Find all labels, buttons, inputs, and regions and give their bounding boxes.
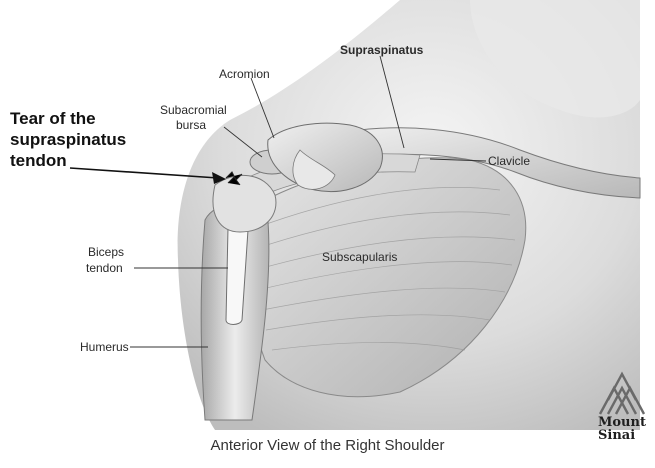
clavicle-label: Clavicle bbox=[488, 154, 530, 168]
supraspinatus-label: Supraspinatus bbox=[340, 43, 423, 57]
mount-sinai-logo-icon bbox=[598, 368, 650, 416]
subscapularis-label: Subscapularis bbox=[322, 250, 397, 264]
humeral-head bbox=[213, 175, 276, 232]
tear-callout-line1: Tear of the bbox=[10, 108, 126, 129]
tear-callout-line2: supraspinatus bbox=[10, 129, 126, 150]
tear-callout-line3: tendon bbox=[10, 150, 126, 171]
figure-caption: Anterior View of the Right Shoulder bbox=[0, 437, 655, 454]
subacromial-bursa-label-line2: bursa bbox=[176, 118, 206, 132]
humerus-label: Humerus bbox=[80, 340, 129, 354]
mount-sinai-logo: Mount Sinai bbox=[598, 368, 650, 448]
biceps-tendon-label-line1: Biceps bbox=[88, 245, 124, 259]
mount-sinai-logo-text: Mount Sinai bbox=[598, 416, 646, 442]
tear-callout-label: Tear of the supraspinatus tendon bbox=[10, 108, 126, 171]
acromion-label: Acromion bbox=[219, 67, 270, 81]
subacromial-bursa-label-line1: Subacromial bbox=[160, 103, 227, 117]
biceps-tendon-label-line2: tendon bbox=[86, 261, 123, 275]
logo-line2: Sinai bbox=[598, 429, 646, 442]
